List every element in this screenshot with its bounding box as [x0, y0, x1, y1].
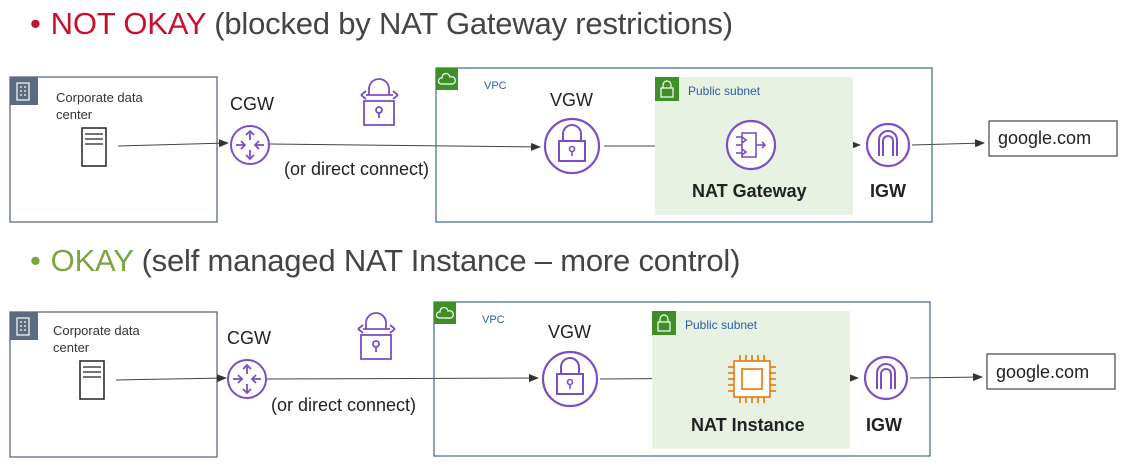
vgw-label: VGW — [550, 90, 593, 110]
internet-gateway-icon — [863, 355, 909, 401]
corporate-data-center-box — [9, 76, 218, 223]
heading-detail: (blocked by NAT Gateway restrictions) — [214, 6, 733, 41]
destination-label: google.com — [998, 128, 1092, 148]
corporate-data-center-label: Corporate data center — [56, 90, 143, 122]
server-icon — [81, 127, 107, 167]
ec2-instance-icon — [728, 355, 776, 403]
status-not-okay: NOT OKAY — [50, 6, 206, 41]
section-okay — [9, 301, 1116, 458]
corporate-data-center-label: Corporate data center — [53, 323, 140, 355]
nat-gateway-icon — [725, 119, 777, 171]
bullet: • — [30, 6, 41, 41]
bullet: • — [30, 243, 41, 278]
public-subnet-label: Public subnet — [688, 84, 761, 98]
vgw-label: VGW — [548, 322, 591, 342]
vpc-label: VPC — [482, 314, 505, 326]
vpc-box — [435, 67, 933, 223]
public-subnet-label: Public subnet — [685, 318, 758, 332]
nat-label: NAT Gateway — [692, 181, 807, 201]
cgw-label: CGW — [227, 328, 271, 348]
igw-label: IGW — [870, 181, 906, 201]
customer-gateway-icon — [230, 125, 270, 165]
vpc-label: VPC — [484, 80, 507, 92]
direct-connect-label: (or direct connect) — [271, 395, 417, 415]
nat-label: NAT Instance — [691, 415, 805, 435]
section-not-okay — [9, 67, 1118, 223]
virtual-private-gateway-icon — [541, 350, 599, 408]
direct-connect-label: (or direct connect) — [284, 159, 430, 179]
status-okay: OKAY — [50, 243, 134, 278]
internet-gateway-icon — [865, 122, 911, 168]
server-icon — [79, 360, 105, 400]
destination-label: google.com — [996, 362, 1090, 382]
heading-detail: (self managed NAT Instance – more contro… — [141, 243, 741, 278]
igw-label: IGW — [866, 415, 902, 435]
destination-box — [988, 120, 1118, 157]
cgw-label: CGW — [230, 94, 274, 114]
corporate-data-center-box — [9, 311, 218, 458]
destination-box — [986, 353, 1116, 390]
virtual-private-gateway-icon — [543, 117, 601, 175]
heading-not-okay: • NOT OKAY (blocked by NAT Gateway restri… — [30, 6, 733, 42]
vpc-box — [433, 301, 931, 457]
vpn-connection-icon — [360, 78, 399, 126]
customer-gateway-icon — [227, 359, 267, 399]
heading-okay: • OKAY (self managed NAT Instance – more … — [30, 243, 740, 279]
vpn-connection-icon — [357, 312, 396, 360]
